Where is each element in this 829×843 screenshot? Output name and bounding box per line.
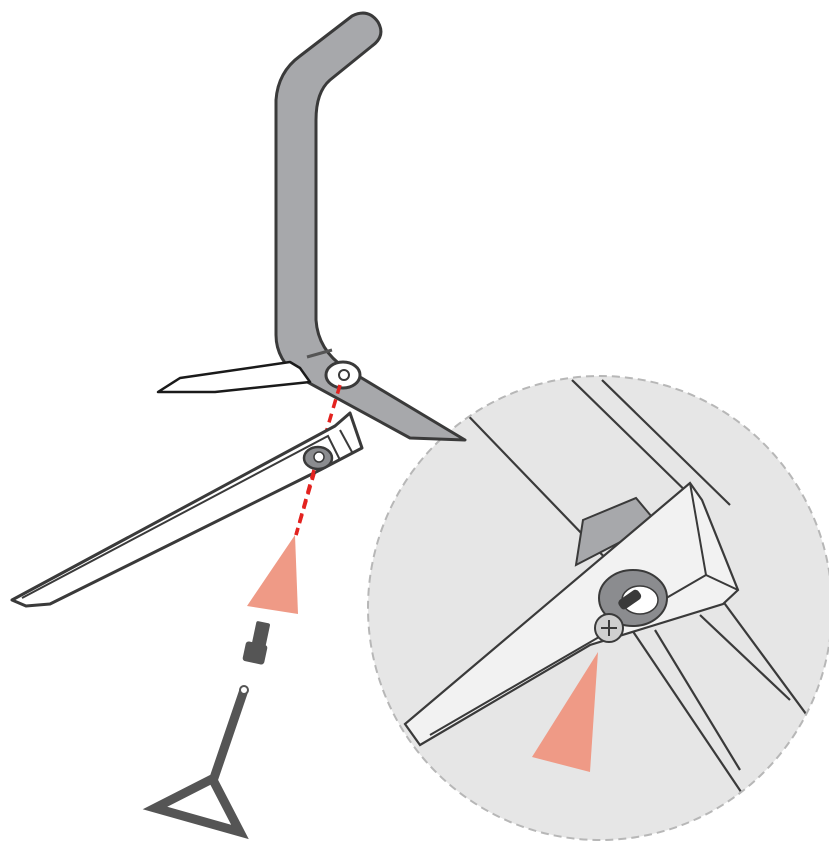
- stand-base: [12, 413, 362, 606]
- hex-key-tool: [155, 690, 244, 832]
- thumbscrew: [242, 621, 270, 665]
- stand-plate: [158, 362, 310, 392]
- zoom-detail-view: [368, 376, 829, 840]
- insertion-direction-arrow: [247, 535, 298, 614]
